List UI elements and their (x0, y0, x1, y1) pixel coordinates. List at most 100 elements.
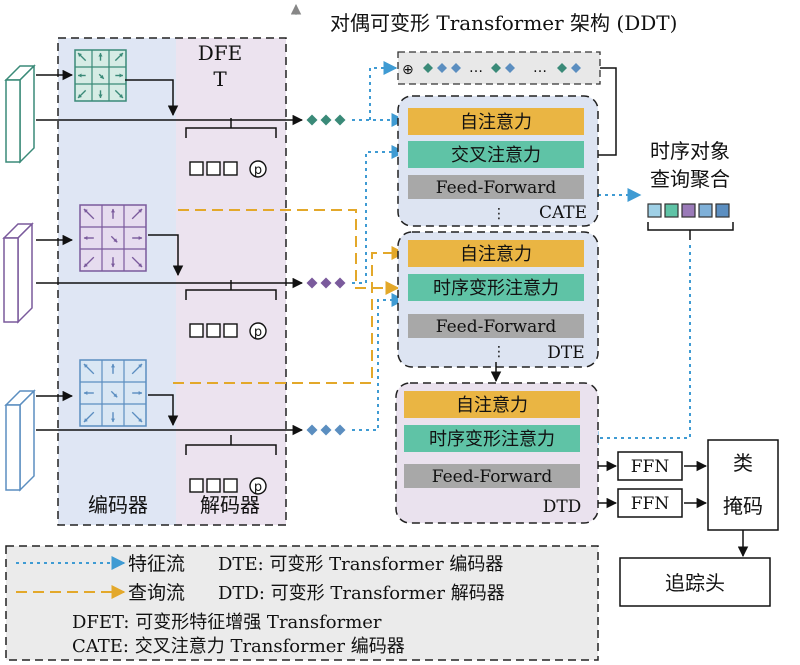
token-diamond (320, 277, 332, 289)
pool-square (223, 478, 238, 493)
deformable-grid-purple (79, 204, 147, 272)
cate-self-attention (408, 108, 584, 135)
legend: 特征流 DTE: 可变形 Transformer 编码器 查询流 DTD: 可变… (5, 545, 599, 661)
dte-block: 自注意力 时序变形注意力 Feed-Forward ⋮ DTE (397, 231, 599, 368)
legend-dte: DTE: 可变形 Transformer 编码器 (218, 554, 503, 575)
pool-square (189, 478, 204, 493)
dte-feed-forward (408, 314, 584, 338)
legend-cate: CATE: 交叉注意力 Transformer 编码器 (72, 636, 405, 657)
dtd-name: DTD (543, 497, 582, 517)
dfet-module: DFE T 编码器 解码器 (57, 37, 287, 526)
input-frame-green (4, 64, 36, 164)
query-square (698, 203, 713, 218)
dte-self-attention-label: 自注意力 (460, 244, 532, 265)
sequence-ellipsis-2: … (533, 60, 547, 76)
token-diamond (557, 63, 567, 73)
pool-square (189, 323, 204, 338)
ffn-box-2 (617, 488, 683, 518)
dfet-label-line1: DFE (198, 41, 243, 65)
feature-tokens (292, 114, 346, 436)
pool-p-label: p (254, 163, 262, 178)
pool-square (206, 323, 221, 338)
pool-p-label: p (254, 480, 262, 495)
ffn-box-1 (617, 451, 683, 481)
sequence-ellipsis-1: … (469, 60, 483, 76)
legend-dtd: DTD: 可变形 Transformer 解码器 (218, 583, 505, 604)
temporal-query-label-1: 时序对象 (650, 139, 730, 163)
class-mask-box (707, 439, 779, 531)
tracking-head-label: 追踪头 (665, 571, 725, 595)
dte-vdots: ⋮ (492, 344, 506, 360)
token-sequence-bar: ⊕ … … (397, 51, 617, 161)
legend-dfet: DFET: 可变形特征增强 Transformer (72, 612, 382, 633)
cate-name: CATE (539, 203, 587, 223)
token-diamond (334, 424, 346, 436)
encoder-flow-lines (36, 69, 298, 455)
encoder-region (58, 38, 176, 525)
token-diamond (306, 424, 318, 436)
pool-square (189, 161, 204, 176)
dtd-feed-forward-label: Feed-Forward (432, 467, 553, 487)
cate-cross-attention-label: 交叉注意力 (451, 145, 541, 166)
legend-query-flow: 查询流 (128, 582, 185, 604)
pool-circle (249, 322, 267, 340)
feature-flow-lines (352, 61, 691, 445)
diagram-title: 对偶可变形 Transformer 架构 (DDT) (330, 11, 677, 35)
input-frame-blue (4, 389, 36, 492)
token-diamond (505, 63, 515, 73)
token-diamond (437, 63, 447, 73)
dte-self-attention (408, 240, 584, 267)
dtd-temporal-attention-label: 时序变形注意力 (429, 429, 555, 450)
deformable-grid-blue (79, 359, 147, 427)
dtd-block: 自注意力 时序变形注意力 Feed-Forward DTD (395, 382, 599, 524)
encoder-label: 编码器 (88, 493, 148, 517)
decoder-label: 解码器 (200, 493, 260, 517)
dfet-label-line2: T (213, 67, 227, 91)
token-diamond (423, 63, 433, 73)
query-square (647, 203, 662, 218)
pool-square (206, 161, 221, 176)
cate-feed-forward-label: Feed-Forward (436, 178, 557, 198)
cate-block: 自注意力 交叉注意力 Feed-Forward ⋮ CATE (397, 95, 599, 227)
temporal-query-aggregation: 时序对象 查询聚合 (647, 139, 734, 240)
query-square (681, 203, 696, 218)
token-diamond (306, 114, 318, 126)
dte-temporal-attention-label: 时序变形注意力 (433, 278, 559, 299)
class-label: 类 (733, 451, 753, 475)
deformable-grid-green (74, 49, 127, 102)
legend-feature-flow: 特征流 (128, 553, 185, 575)
cate-feed-forward (408, 175, 584, 199)
cate-cross-attention (408, 141, 584, 168)
cate-vdots: ⋮ (492, 206, 506, 222)
cate-self-attention-label: 自注意力 (460, 112, 532, 133)
prediction-heads (598, 460, 749, 558)
query-flow-lines (173, 209, 406, 384)
token-diamond (491, 63, 501, 73)
pool-circle (249, 477, 267, 495)
temporal-query-label-2: 查询聚合 (650, 167, 730, 191)
token-diamond (334, 114, 346, 126)
dte-feed-forward-label: Feed-Forward (436, 317, 557, 337)
dtd-self-attention-label: 自注意力 (456, 395, 528, 416)
token-diamond (306, 277, 318, 289)
dtd-feed-forward (404, 464, 580, 488)
dfet-border (57, 37, 287, 526)
token-diamond (451, 63, 461, 73)
token-diamond (334, 277, 346, 289)
token-diamond (320, 424, 332, 436)
dtd-temporal-attention (404, 425, 580, 452)
pool-circle (249, 160, 267, 178)
input-frame-purple (2, 222, 34, 324)
mask-label: 掩码 (723, 494, 763, 518)
dtd-self-attention (404, 391, 580, 418)
sequence-add-symbol: ⊕ (402, 62, 414, 78)
dte-name: DTE (547, 343, 584, 363)
query-square (664, 203, 679, 218)
ffn-label-2: FFN (631, 494, 670, 514)
pool-square (223, 161, 238, 176)
query-square (715, 203, 730, 218)
pool-p-label: p (254, 325, 262, 340)
tracking-head-box (619, 557, 771, 607)
token-diamond (571, 63, 581, 73)
